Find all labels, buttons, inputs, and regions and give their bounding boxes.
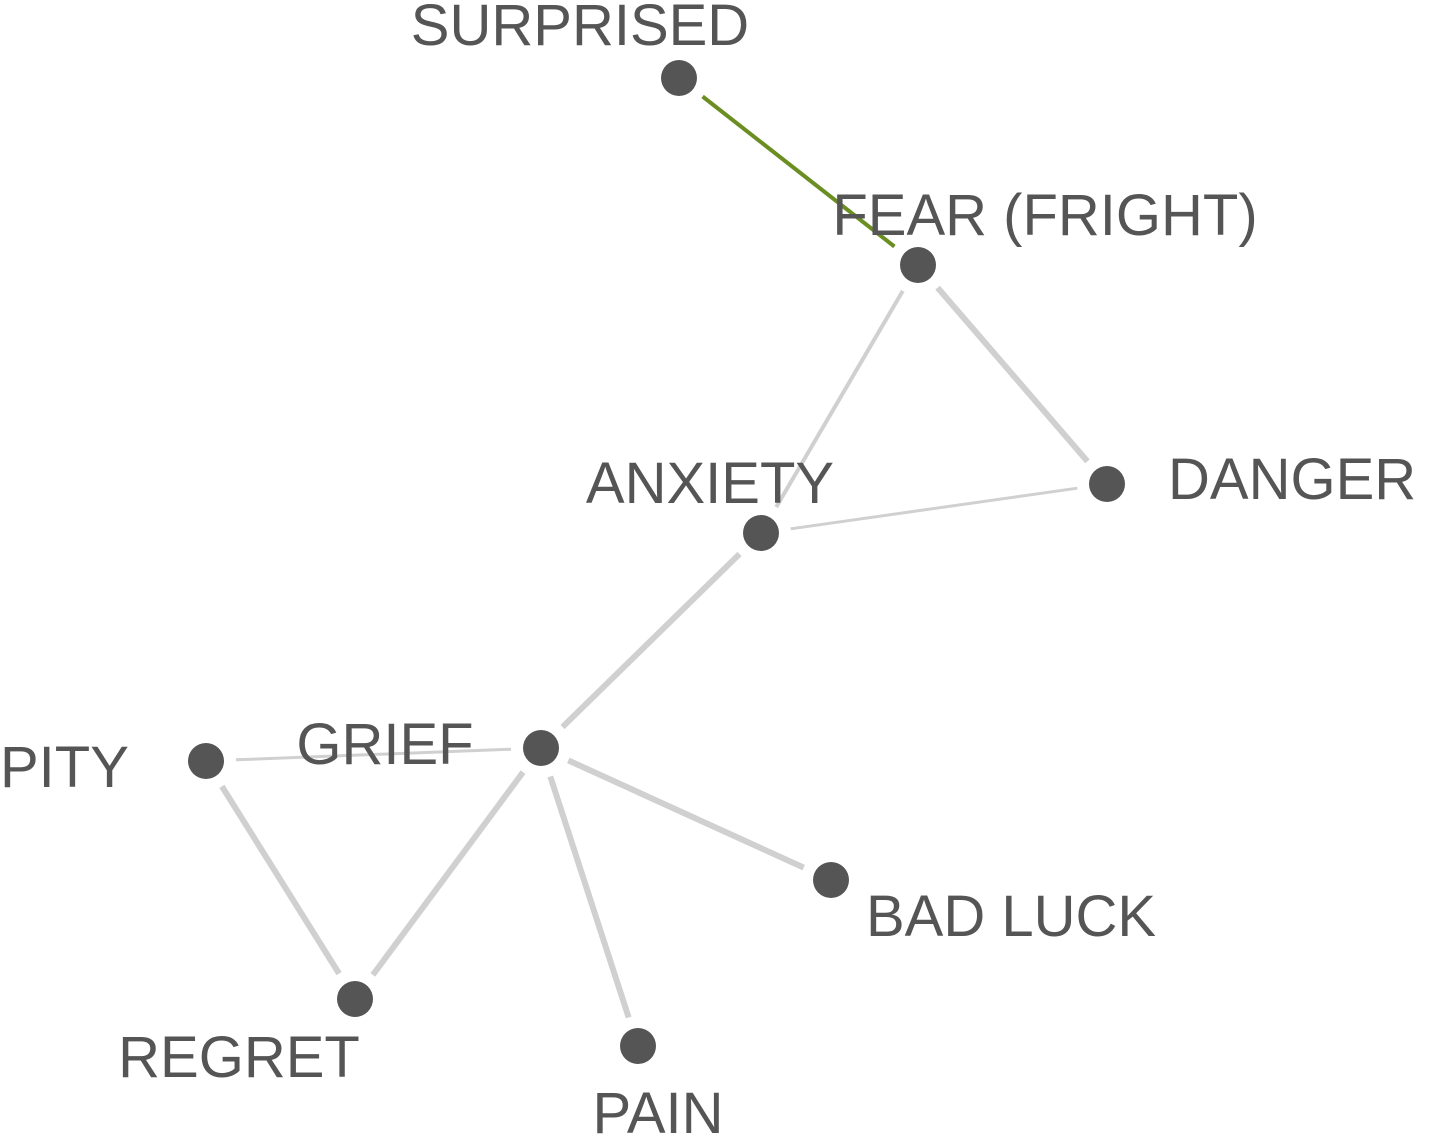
node-dot-grief [523,730,559,766]
node-dot-fear [900,247,936,283]
node-label-danger: DANGER [1168,447,1416,512]
node-dot-bad_luck [813,862,849,898]
node-surprised: SURPRISED [411,0,749,96]
node-grief: GRIEF [296,712,559,777]
node-danger: DANGER [1089,447,1416,512]
edges-layer [219,94,1090,1019]
node-pity: PITY [0,735,224,800]
node-bad_luck: BAD LUCK [813,862,1156,949]
node-dot-pain [620,1028,656,1064]
edge-grief-pity [235,747,512,762]
node-pain: PAIN [592,1028,724,1141]
edge-anxiety-grief [560,551,742,730]
node-label-fear: FEAR (FRIGHT) [832,183,1257,248]
node-label-pity: PITY [0,735,129,800]
edge-grief-bad_luck [567,757,805,871]
node-label-anxiety: ANXIETY [586,451,834,516]
node-label-bad_luck: BAD LUCK [866,884,1156,949]
node-label-grief: GRIEF [296,712,473,777]
node-label-surprised: SURPRISED [411,0,749,58]
edge-fear-anxiety [774,289,905,509]
edge-anxiety-danger [790,486,1078,531]
edge-pity-regret [219,784,342,976]
node-dot-pity [188,743,224,779]
edge-fear-danger [935,285,1090,464]
node-label-regret: REGRET [118,1025,360,1090]
node-anxiety: ANXIETY [586,451,834,551]
node-dot-surprised [661,60,697,96]
edge-grief-regret [370,770,526,977]
node-regret: REGRET [118,981,373,1090]
node-label-pain: PAIN [592,1081,723,1141]
edge-surprised-fear [701,94,896,249]
node-dot-anxiety [743,515,779,551]
node-fear: FEAR (FRIGHT) [832,183,1258,283]
node-dot-danger [1089,466,1125,502]
edge-grief-pain [547,775,632,1019]
node-dot-regret [337,981,373,1017]
